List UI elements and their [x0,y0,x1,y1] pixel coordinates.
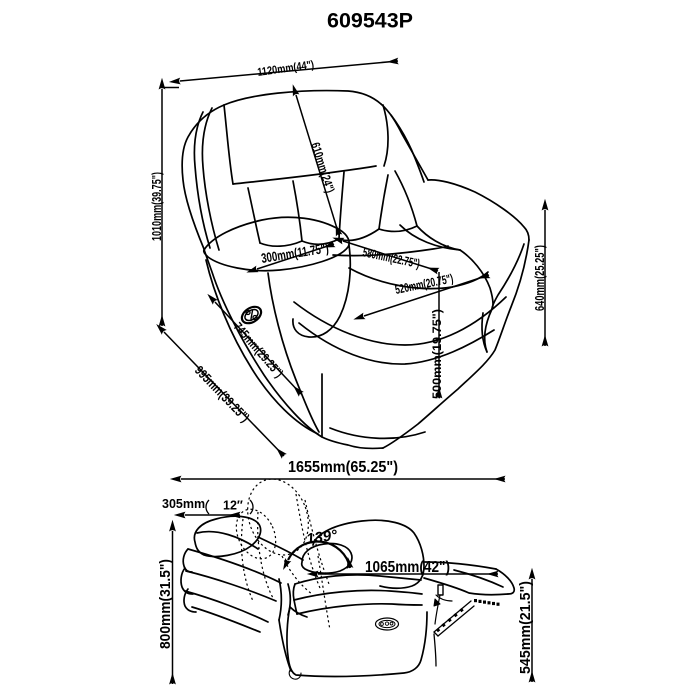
svg-text:500mm(19.75"): 500mm(19.75") [430,309,444,399]
svg-text:545mm(21.5"): 545mm(21.5") [517,581,534,674]
svg-text:139°: 139° [305,527,339,548]
svg-text:745mm(29.25"): 745mm(29.25") [231,320,286,381]
svg-text:640mm(25.25"): 640mm(25.25") [532,245,547,311]
svg-text:1655mm(65.25"): 1655mm(65.25") [288,459,398,476]
svg-text:520mm(20.75"): 520mm(20.75") [394,271,455,296]
svg-text:580mm(22.75"): 580mm(22.75") [361,245,421,271]
svg-text:800mm(31.5"): 800mm(31.5") [157,559,174,649]
svg-text:1120mm(44"): 1120mm(44") [257,59,315,79]
svg-text:1010mm(39.75"): 1010mm(39.75") [149,172,164,241]
svg-text:610mm(24"): 610mm(24") [308,141,337,195]
svg-text:1065mm(42"): 1065mm(42") [365,559,450,576]
svg-text:609543P: 609543P [327,10,413,33]
svg-text:305mm: 305mm [162,497,205,511]
svg-text:995mm(39.25"): 995mm(39.25") [192,363,253,425]
svg-text:12″: 12″ [223,499,243,513]
